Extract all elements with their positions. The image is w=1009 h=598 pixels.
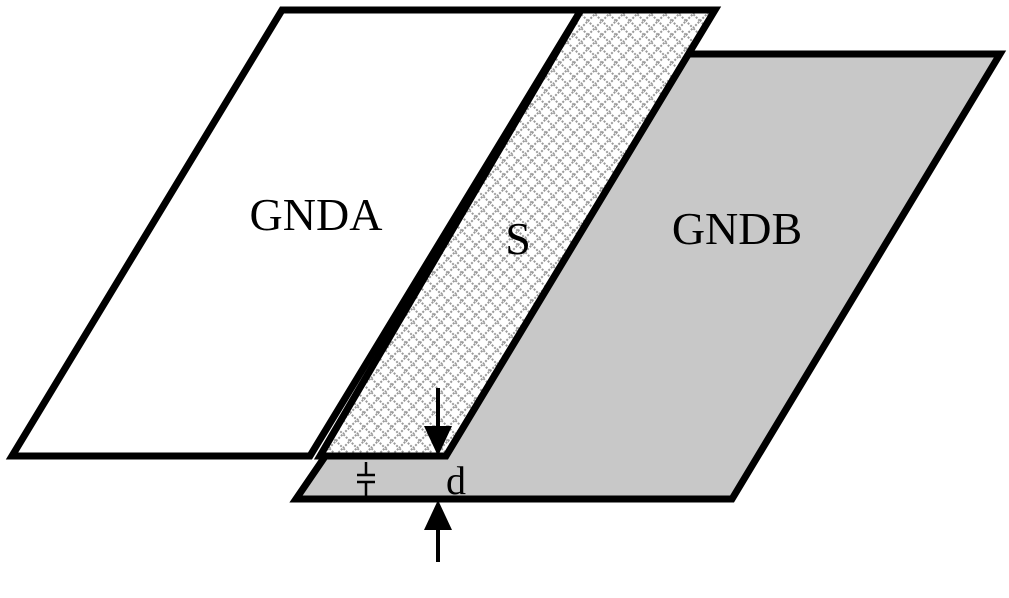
gnda-plane	[5, 6, 588, 460]
arrow-down-icon	[424, 388, 452, 456]
signal-label: S	[505, 213, 531, 264]
signal-strip	[313, 6, 722, 460]
gndb-label: GNDB	[672, 203, 802, 254]
capacitor-icon	[357, 462, 375, 496]
gnda-label: GNDA	[250, 189, 383, 240]
arrow-up-icon	[424, 500, 452, 562]
gap-label: d	[446, 458, 466, 503]
